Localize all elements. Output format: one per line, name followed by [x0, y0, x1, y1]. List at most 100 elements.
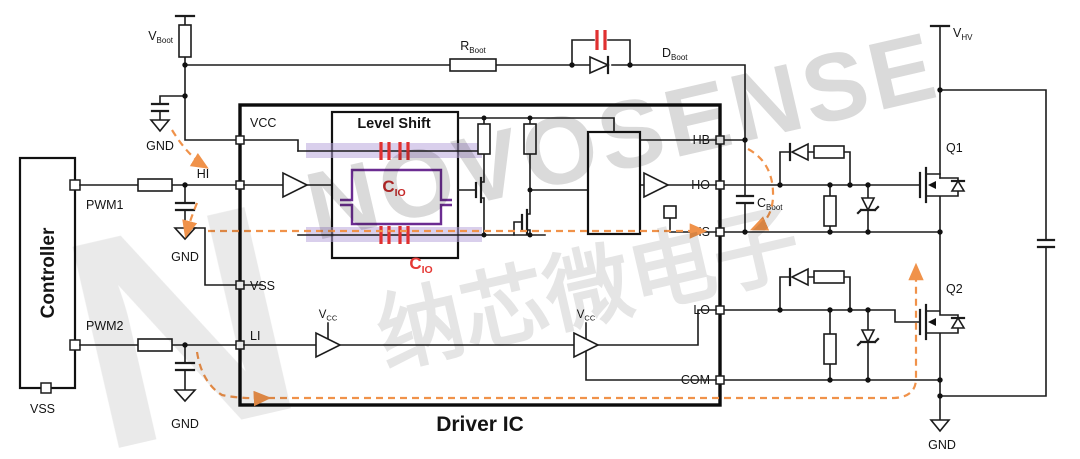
gnd-symbol-pwm2: [173, 389, 197, 403]
lo-gate-resistor: [813, 270, 845, 284]
levelshift-resistor-a: [477, 123, 491, 155]
vhv-label: VHV: [953, 26, 973, 42]
controller-pin-vss: [40, 382, 52, 394]
q2-zener-bar: [856, 337, 880, 347]
q1-mosfet: Q1: [918, 25, 966, 233]
driver-ic-title: Driver IC: [436, 413, 524, 436]
cio-caps-bottom: [379, 226, 410, 244]
current-path-gnd-arrow: [182, 202, 199, 239]
cboot-label: CBoot: [757, 196, 783, 212]
q1-zener-diode: [860, 197, 876, 212]
pin-label-li: LI: [250, 329, 260, 343]
pwm1-series-resistor: [137, 178, 173, 192]
lowside-wires: [243, 309, 717, 381]
hs-sense-block: [663, 205, 677, 219]
vboot-supply: VBoot GND: [146, 14, 237, 153]
pin-ho: [715, 180, 725, 190]
li-input-buffer: [315, 331, 342, 359]
gnd-label-pwm2: GND: [171, 417, 199, 431]
vboot-wires: [184, 15, 237, 141]
gnd-label-power: GND: [928, 438, 956, 452]
vcc-bypass-cap: [150, 102, 170, 113]
cboot-cap: [735, 194, 755, 205]
bus-cap: [1036, 238, 1056, 249]
q2-body-diode: [950, 316, 966, 329]
gnd-symbol-power: [929, 419, 951, 433]
q2-leads: [925, 231, 959, 421]
controller-box: [18, 156, 77, 390]
levelshift-waveform-bottom: [340, 203, 452, 226]
pwm1-label: PWM1: [86, 198, 124, 212]
rboot-resistor: [449, 58, 497, 72]
lo-buffer-supply-label: VCC: [577, 309, 596, 323]
level-shift-title: Level Shift: [357, 116, 430, 132]
lo-branch-wires: [779, 276, 851, 311]
pwm-wires: [79, 184, 237, 346]
pin-label-vcc: VCC: [250, 116, 276, 130]
ic-internals: Level Shift CIO CIO VCC VCC: [243, 110, 717, 381]
q2-label: Q2: [946, 282, 963, 296]
q1-leads: [925, 173, 959, 233]
q2-mosfet: Q2 GND: [918, 231, 966, 452]
driver-ic-box: [238, 103, 722, 407]
current-path-bottom-loop: [268, 262, 924, 400]
controller-vss-label: VSS: [30, 402, 55, 416]
boot-rail-wires: [184, 64, 746, 141]
current-path-bootstrap: [747, 148, 775, 231]
hi-input-wires: [243, 139, 333, 286]
pwm2-label: PWM2: [86, 319, 124, 333]
vboot-resistor: [178, 24, 192, 58]
q1-gs-resistor: [823, 195, 837, 227]
bootstrap-rail: RBoot DBoot: [184, 30, 746, 141]
dboot-diode: [589, 55, 610, 75]
q2-zener-diode: [860, 329, 876, 344]
q1-zener-bar: [856, 205, 880, 215]
pulse-filter-block: [586, 130, 642, 236]
q1-body-diode: [950, 179, 966, 192]
boot-parasitic-cap: [595, 30, 607, 50]
ho-output-buffer: [643, 171, 670, 199]
pwm2-series-resistor: [137, 338, 173, 352]
q2-gs-resistor: [823, 333, 837, 365]
bus-cap-wires: [939, 89, 1047, 397]
lo-diode: [790, 267, 809, 287]
pin-label-hi: HI: [197, 167, 210, 181]
controller-block: Controller PWM1 PWM2 VSS: [18, 156, 124, 416]
ho-branch-wires: [779, 151, 851, 186]
q2-body-arrow: [928, 318, 936, 326]
pin-label-vss: VSS: [250, 279, 275, 293]
ho-gate-resistor: [813, 145, 845, 159]
q1-label: Q1: [946, 141, 963, 155]
hi-input-buffer: [282, 171, 309, 199]
vboot-label: VBoot: [148, 29, 174, 45]
cboot-leads: [723, 139, 746, 233]
lo-wire: [723, 309, 920, 323]
current-path-bottom-start: [195, 351, 272, 407]
boot-cap-branch: [571, 39, 631, 66]
current-path-vcc-arrow: [171, 129, 209, 169]
levelshift-resistor-b: [523, 123, 537, 155]
watermark-letter: N: [38, 139, 325, 459]
lo-output-buffer: [573, 331, 600, 359]
rboot-label: RBoot: [460, 39, 486, 55]
levelshift-waveform-top: [340, 168, 452, 202]
junction-dots: [182, 62, 943, 399]
pin-com: [715, 375, 725, 385]
q1-body-arrow: [928, 181, 936, 189]
vss-pin-wire: [194, 227, 237, 286]
hv-bus: VHV: [929, 24, 1056, 397]
pwm1-filter-cap: [174, 201, 196, 212]
ho-diode: [790, 142, 809, 162]
cio-caps-top: [379, 142, 410, 160]
li-buffer-supply-label: VCC: [319, 309, 338, 323]
current-paths: [171, 129, 924, 407]
gnd-symbol-vboot: [149, 119, 171, 133]
cio-top-label: CIO: [382, 177, 405, 199]
gnd-label-pwm1: GND: [171, 250, 199, 264]
input-networks: GND GND: [79, 178, 237, 431]
cio-bottom-label: CIO: [409, 254, 432, 276]
dboot-label: DBoot: [662, 46, 688, 62]
pwm2-filter-cap: [174, 361, 196, 372]
